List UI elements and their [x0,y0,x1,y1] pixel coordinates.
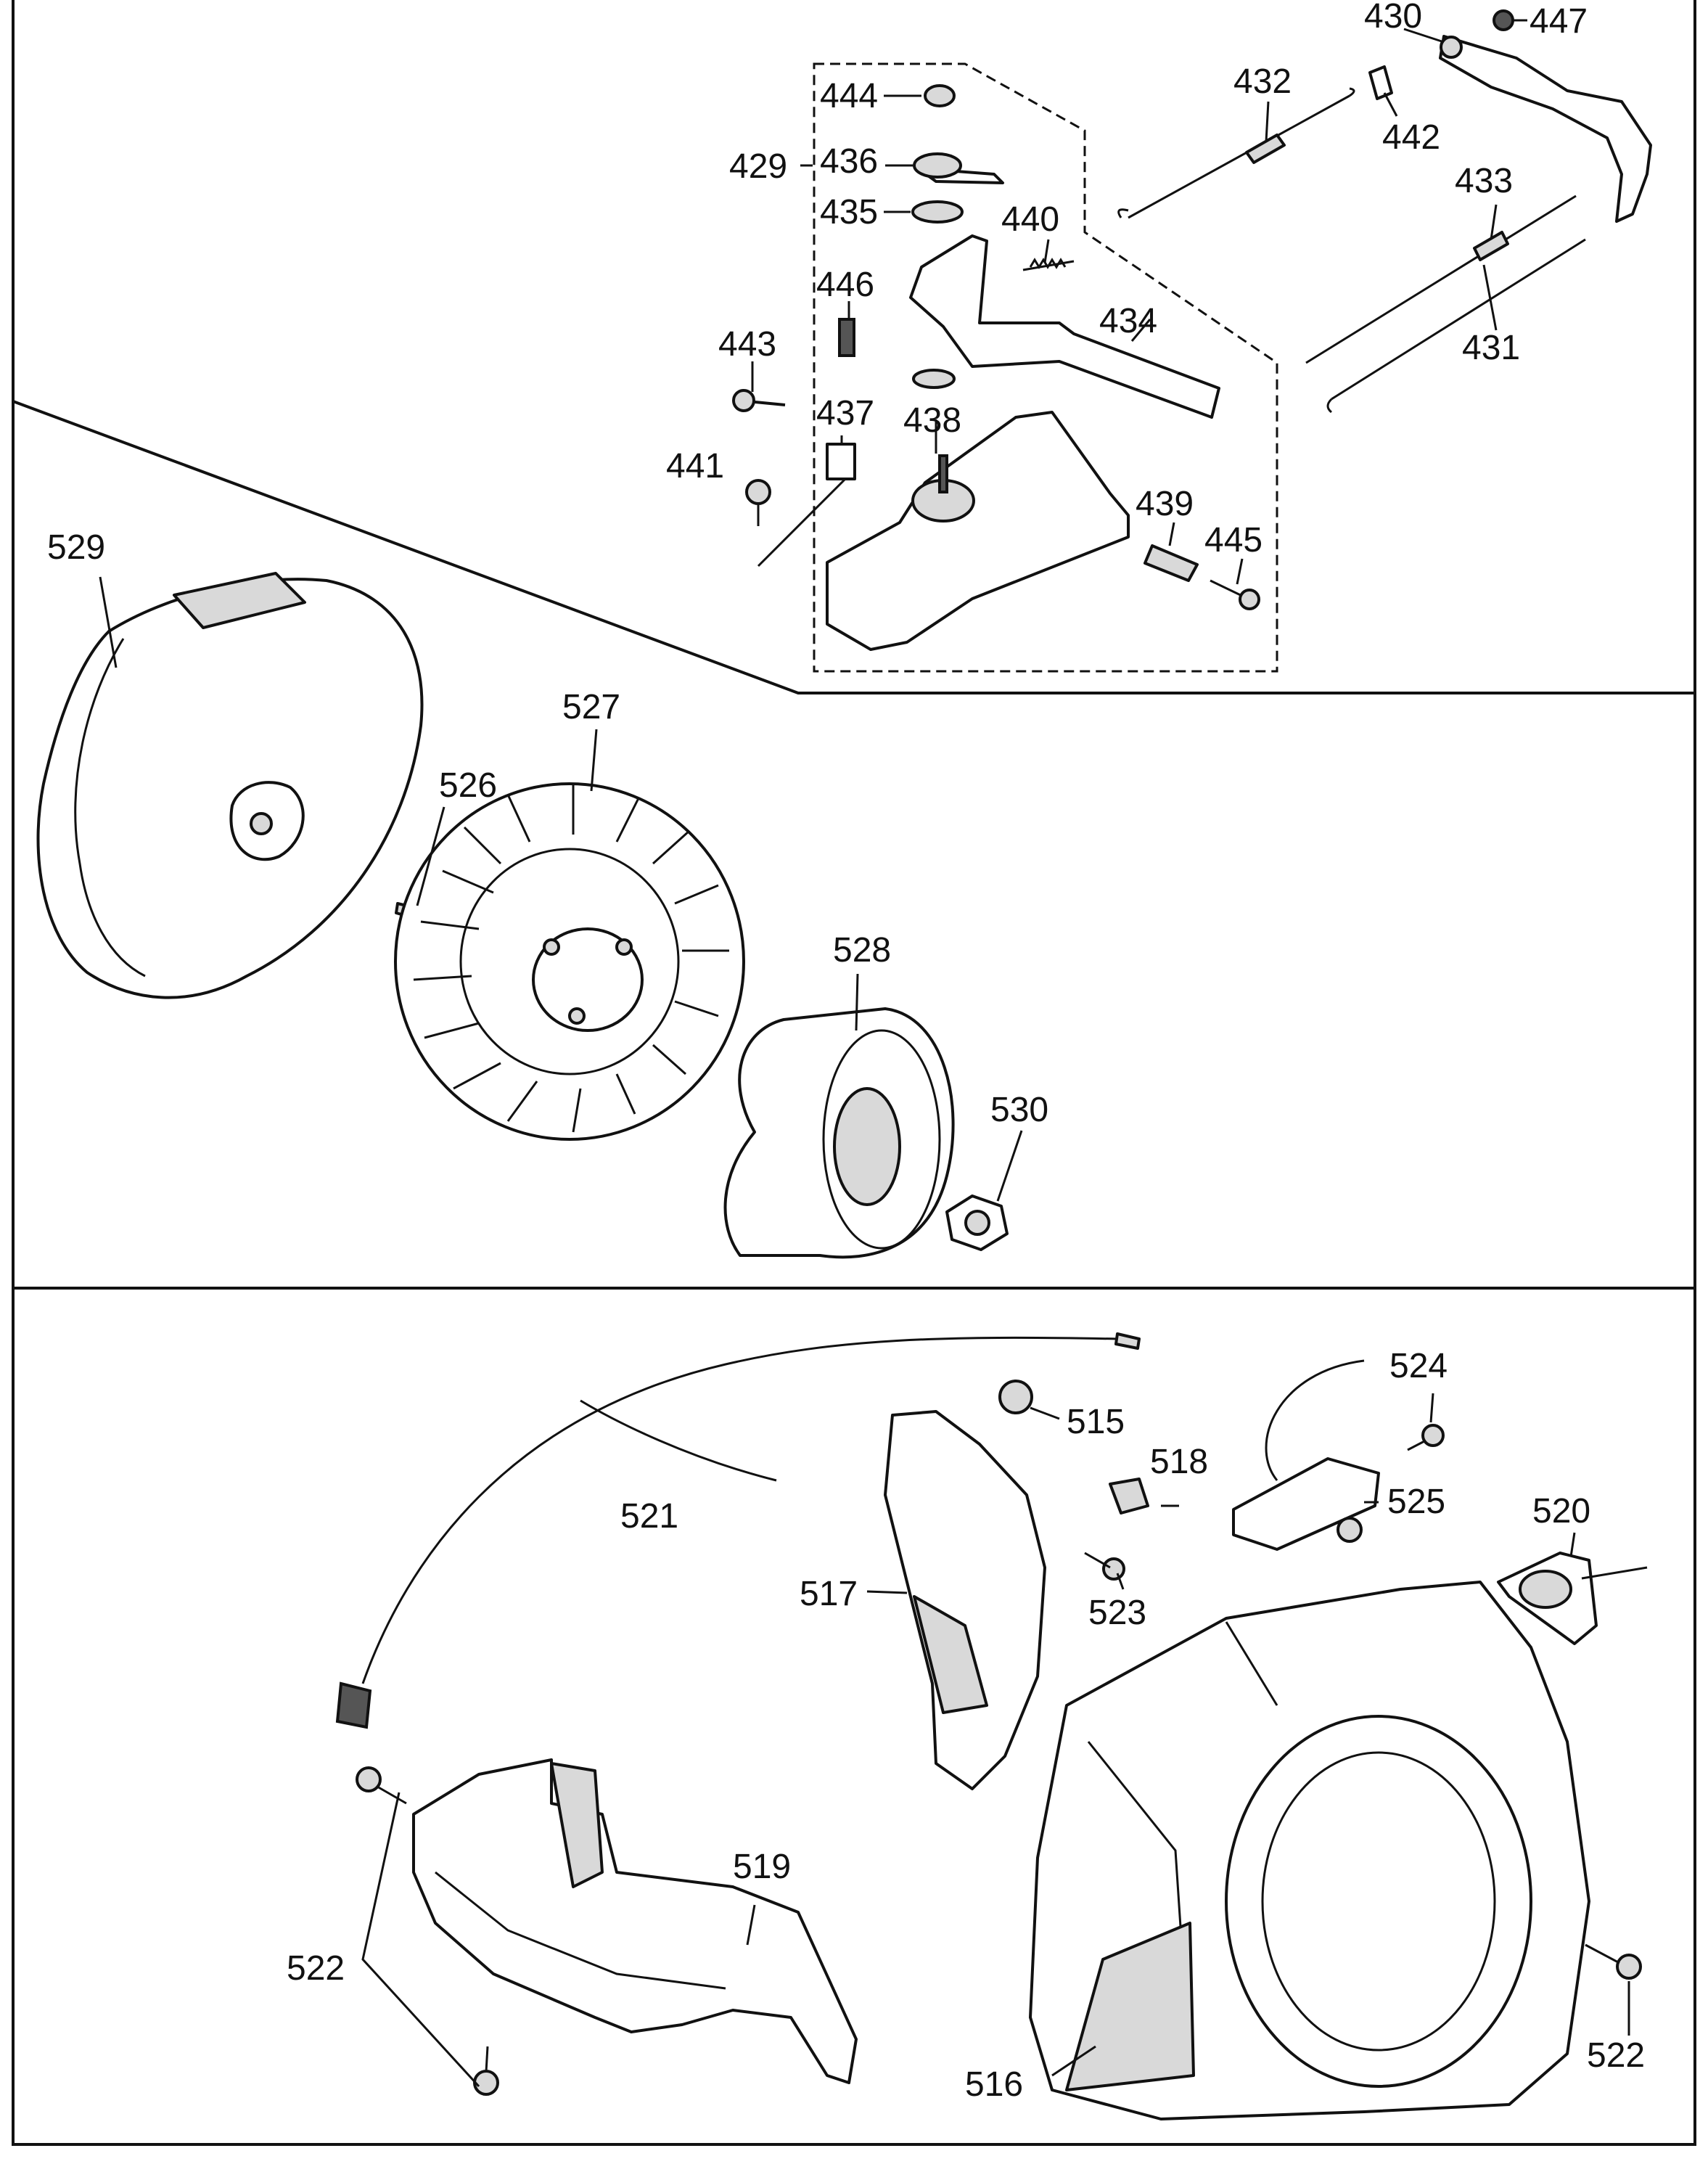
label-444: 444 [820,77,878,115]
label-445: 445 [1204,521,1262,560]
governor-parts [732,9,1652,651]
label-521: 521 [620,1497,678,1536]
spring-rod-433 [1305,194,1577,364]
screw-441 [745,479,771,505]
throttle-arm-430 [1439,35,1652,223]
diagram-frames [12,0,1696,2146]
flywheel-parts [36,572,1009,1259]
screw-524 [1421,1424,1445,1447]
nut-447 [1493,9,1514,31]
label-443: 443 [718,325,776,364]
label-526: 526 [439,766,497,805]
label-432: 432 [1233,62,1292,101]
label-433: 433 [1455,162,1513,200]
washer-438 [912,369,956,389]
governor-leaders [751,19,1527,585]
shroud-519 [412,1758,858,2084]
baffle-517 [884,1410,1046,1790]
wire-harness-521 [361,1336,1118,1684]
spring-rod-432 [1128,94,1350,219]
cover-529 [36,578,424,999]
label-527: 527 [562,688,620,726]
label-447: 447 [1530,2,1588,41]
clip-518 [1109,1478,1149,1515]
label-435: 435 [820,193,878,231]
part-labels: 430 447 444 432 442 429 436 433 435 440 … [47,0,1645,2104]
label-431: 431 [1462,329,1520,367]
clip-437 [826,443,856,480]
housing-leaders [361,1393,1630,2088]
screw-522-right [1616,1954,1642,1980]
label-524: 524 [1389,1347,1448,1385]
spring-439 [1144,544,1199,582]
governor-bracket [826,411,1130,651]
label-434: 434 [1099,302,1157,340]
label-516: 516 [965,2065,1023,2104]
label-522-left: 522 [287,1949,345,1988]
label-430: 430 [1364,0,1422,36]
label-438: 438 [903,401,961,440]
bolt-446 [838,318,855,357]
label-515: 515 [1067,1403,1125,1441]
label-436: 436 [820,142,878,181]
housing-parts [335,1332,1648,2120]
label-437: 437 [816,394,874,433]
label-446: 446 [816,266,874,304]
washer-435 [911,200,964,224]
nut-515 [998,1380,1033,1414]
label-519: 519 [733,1848,791,1886]
screw-522-upper [356,1766,382,1792]
screw-523 [1102,1557,1125,1581]
label-530: 530 [990,1091,1048,1129]
bushing-436 [913,152,962,179]
governor-group-outline [813,62,1278,673]
rod-431 [1331,238,1586,401]
label-517: 517 [800,1575,858,1613]
label-520: 520 [1532,1492,1590,1530]
label-528: 528 [833,931,891,970]
label-523: 523 [1088,1594,1146,1632]
label-518: 518 [1150,1443,1208,1481]
governor-lever-434 [909,234,1220,419]
label-522-right: 522 [1587,2036,1645,2075]
label-441: 441 [666,447,724,485]
label-529: 529 [47,528,105,567]
nut-444 [924,84,956,107]
switch-525 [1232,1457,1380,1551]
label-439: 439 [1136,485,1194,523]
label-442: 442 [1382,118,1440,157]
block-442 [1368,65,1393,100]
label-429: 429 [729,147,787,186]
label-440: 440 [1001,200,1059,239]
screw-522-lower [473,2070,499,2096]
label-525: 525 [1387,1483,1445,1521]
flywheel-leaders [99,576,1023,1202]
